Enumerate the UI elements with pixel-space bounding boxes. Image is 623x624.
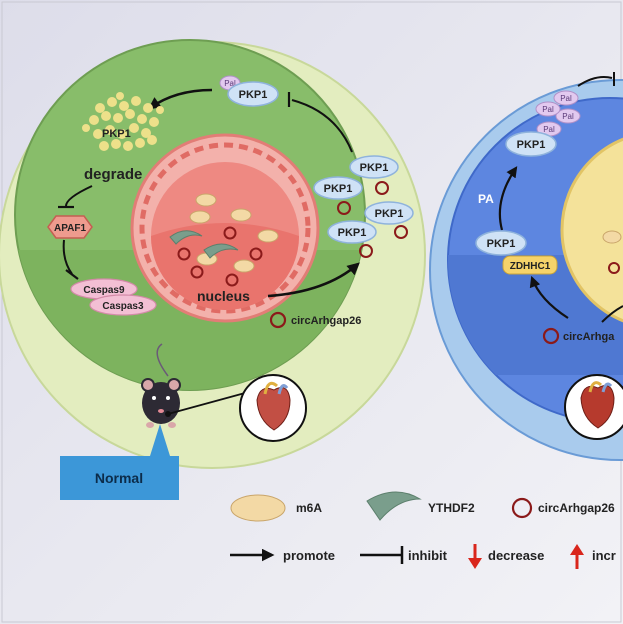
pal-label: Pal [562, 112, 574, 121]
pkp1-bubble [349, 155, 399, 179]
legend-decrease-icon [468, 544, 482, 569]
circ-ring-right [542, 327, 560, 345]
pal-bubble [555, 108, 581, 124]
heart-icon-left [256, 381, 291, 431]
right-cut-arrow [601, 305, 623, 323]
circ-ring [225, 273, 239, 287]
nucleus-label: nucleus [197, 288, 250, 304]
circ-ring [190, 265, 204, 279]
mouse-heart-connector [167, 392, 246, 415]
zdhhc1-box [502, 255, 558, 275]
pkp1-label: PKP1 [487, 238, 516, 250]
nucleus-m6a-markers [189, 193, 279, 273]
pkp1-bubble [327, 220, 377, 244]
nucleus-lower-shade [151, 223, 299, 310]
ythdf2-shape [203, 243, 239, 259]
legend-promote-label: promote [283, 548, 335, 563]
caspas3-label: Caspas3 [102, 301, 144, 312]
pkp1-label: PKP1 [360, 162, 389, 174]
heart-icon-right [580, 381, 615, 429]
nucleus-pores [139, 142, 311, 314]
normal-callout: Normal [60, 424, 179, 500]
pkp1-label: PKP1 [324, 183, 353, 195]
normal-label: Normal [95, 470, 143, 486]
caspas9-label: Caspas9 [83, 285, 125, 296]
circ-ring [375, 181, 389, 195]
pal-label: Pal [542, 105, 554, 114]
legend-m6a-icon [230, 494, 286, 522]
zdhhc1-label: ZDHHC1 [510, 261, 551, 272]
right-cell: Pal Pal Pal Pal PKP1 PA PKP1 ZDHHC1 circ… [429, 72, 623, 461]
nucleus-export-arrow [267, 262, 360, 298]
pal-chain-right: Pal Pal Pal Pal [535, 90, 581, 137]
pkp1-degraded-label: PKP1 [102, 128, 131, 140]
pal-label: Pal [560, 94, 572, 103]
pa-arrow [498, 166, 518, 231]
m6a-marker [233, 259, 255, 273]
degrade-label: degrade [84, 166, 142, 183]
pkp1-label: PKP1 [517, 139, 546, 151]
legend-circ-label: circArhgap26 [538, 501, 615, 515]
circ-label-right: circArhga [563, 331, 615, 343]
right-circ-ring [608, 262, 620, 274]
normal-pointer [150, 424, 170, 456]
pkp1-bubble [364, 201, 414, 225]
apaf1-inhibit-line [62, 239, 73, 275]
caspas3-bubble [89, 294, 157, 316]
degrade-dots [82, 92, 164, 151]
nucleus-circ-rings [177, 226, 263, 287]
pkp1-bubble-top [227, 81, 279, 107]
ythdf2-shape [169, 230, 203, 245]
circ-label: circArhgap26 [291, 315, 361, 327]
circ-ring [394, 225, 408, 239]
apaf1-box [47, 215, 93, 239]
legend-increase-label: incr [592, 548, 616, 563]
pkp1-bubble-right-top [505, 131, 557, 157]
circ-ring [223, 226, 237, 240]
circ-ring [359, 244, 373, 258]
pkp1-bubble [313, 176, 363, 200]
right-m6a-marker [602, 230, 622, 244]
pal-bubble [535, 101, 561, 117]
legend: m6A YTHDF2 circArhgap26 promote inhibit … [230, 491, 616, 569]
m6a-marker [189, 210, 211, 224]
legend-inhibit-label: inhibit [408, 548, 448, 563]
legend-circ-icon [511, 497, 533, 519]
left-cell: nucleus circArhgap26 PKP1 PKP1 PKP1 PKP1… [0, 39, 426, 469]
circ-to-zdhhc1-arrow [529, 275, 569, 319]
pal-bubble [553, 90, 579, 106]
apaf1-inhibit-bar [65, 269, 79, 280]
legend-increase-icon [570, 544, 584, 569]
right-nucleus [560, 137, 623, 323]
m6a-marker [230, 208, 252, 222]
pa-label: PA [478, 192, 494, 206]
legend-m6a-label: m6A [296, 501, 322, 515]
pkp1-label: PKP1 [239, 89, 268, 101]
legend-decrease-label: decrease [488, 548, 544, 563]
circ-ring [249, 247, 263, 261]
normal-box [60, 456, 179, 500]
to-degrade-arrow [147, 88, 213, 110]
pkp1-bubble-right-bottom [475, 230, 527, 256]
legend-ythdf2-label: YTHDF2 [428, 501, 475, 515]
circ-ring [337, 201, 351, 215]
degrade-inhibit-line [65, 185, 93, 207]
circ-ring-label [269, 311, 287, 329]
pal-label: Pal [224, 79, 236, 88]
m6a-marker [195, 193, 217, 207]
right-inhibit-line [577, 76, 613, 87]
circ-ring [177, 247, 191, 261]
cluster-inhibit-line [291, 99, 353, 153]
pkp1-label: PKP1 [338, 227, 367, 239]
apaf1-label: APAF1 [54, 223, 86, 234]
m6a-marker [257, 229, 279, 243]
pal-label: Pal [543, 125, 555, 134]
pkp1-cluster: PKP1 PKP1 PKP1 PKP1 [313, 155, 414, 258]
pkp1-label: PKP1 [375, 208, 404, 220]
legend-ythdf2-icon [366, 491, 422, 521]
